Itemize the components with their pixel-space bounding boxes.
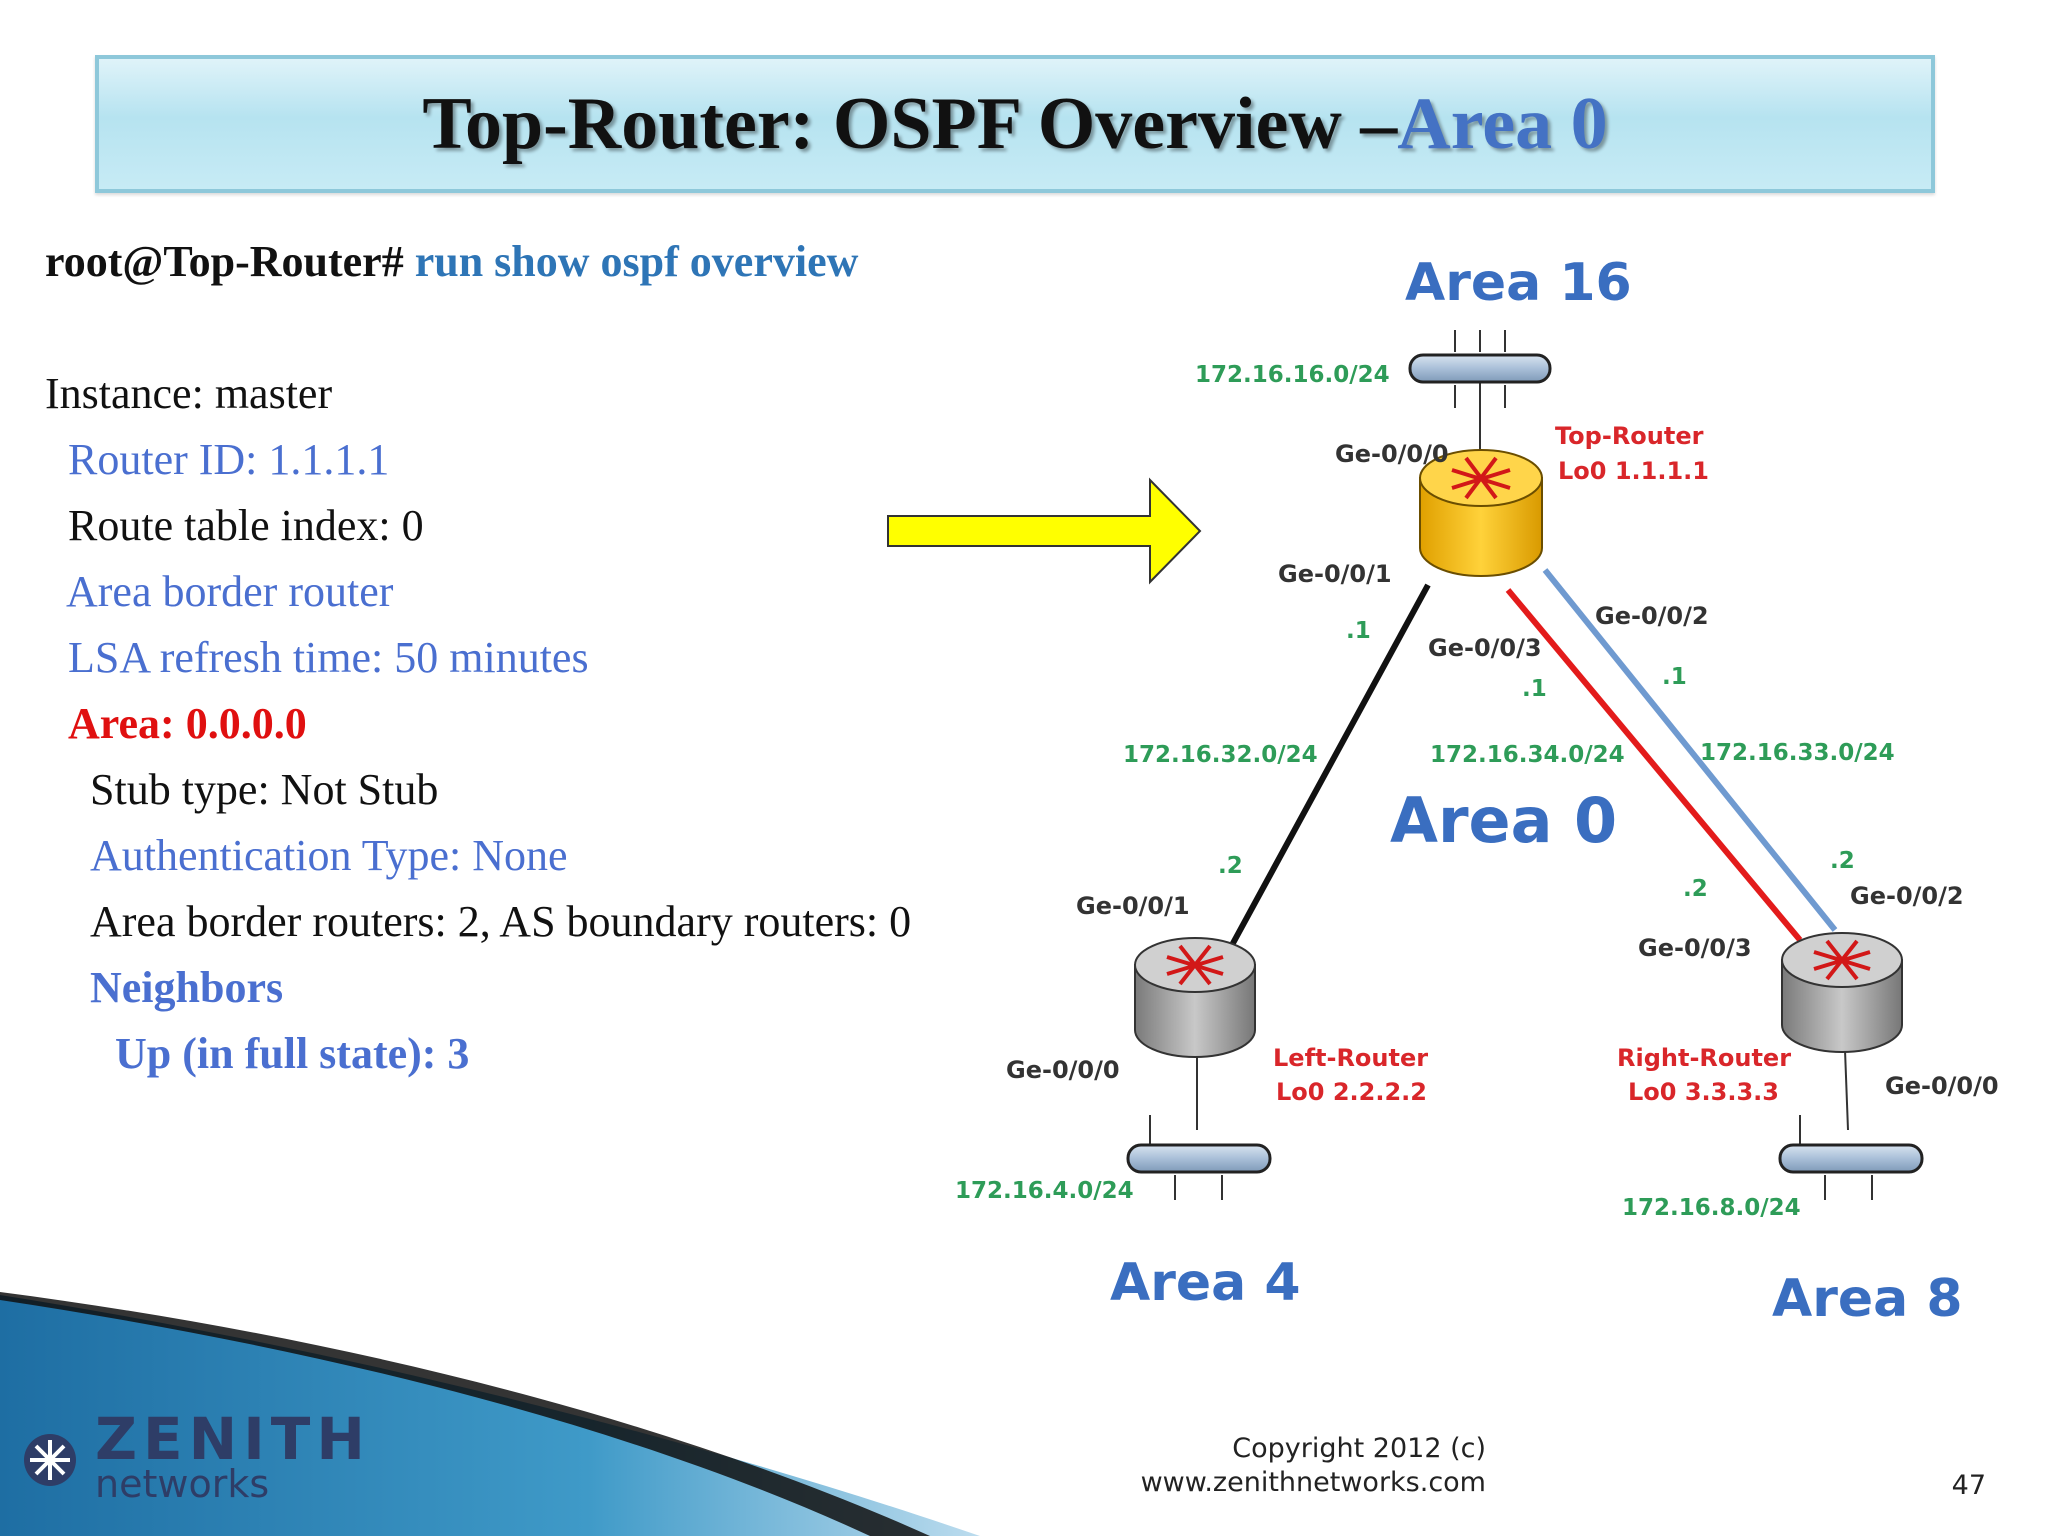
cli-prompt: root@Top-Router# [45,237,404,286]
router-left-icon [1134,937,1256,1058]
router-top-loopback: Lo0 1.1.1.1 [1558,457,1709,485]
network-top-label: 172.16.16.0/24 [1195,362,1390,388]
network-left-link-label: 172.16.32.0/24 [1123,742,1318,768]
lan-segment-right [1778,1115,1924,1200]
area-16-label: Area 16 [1405,253,1632,313]
host-id-left: .2 [1218,853,1243,879]
right-ge000-label: Ge-0/0/0 [1885,1072,1999,1100]
cli-prompt-line: root@Top-Router# run show ospf overview [45,240,858,284]
top-ge003-label: Ge-0/0/3 [1428,634,1542,662]
left-ge000-label: Ge-0/0/0 [1006,1056,1120,1084]
zenith-logo-sub: networks [95,1462,270,1506]
drop-right [1844,1049,1849,1131]
cli-stub-type: Stub type: Not Stub [90,765,439,814]
cli-instance: Instance: master [45,369,333,418]
lan-segment-left [1126,1115,1272,1200]
router-right-loopback: Lo0 3.3.3.3 [1628,1078,1779,1106]
slide-title-area: Area 0 [1397,82,1608,165]
area-4-label: Area 4 [1110,1253,1301,1313]
footer-copyright: Copyright 2012 (c) www.zenithnetworks.co… [1100,1432,1486,1500]
top-ge001-label: Ge-0/0/1 [1278,560,1392,588]
top-ge000-label: Ge-0/0/0 [1335,440,1449,468]
cli-command: run show ospf overview [414,237,859,286]
footer-swoosh [0,1292,980,1536]
pointer-arrow [887,477,1202,585]
link-top-right-center [1505,588,1803,942]
top-ge002-label: Ge-0/0/2 [1595,602,1709,630]
right-ge002-label: Ge-0/0/2 [1850,882,1964,910]
title-banner: Top-Router: OSPF Overview – Area 0 [95,55,1935,193]
cli-border-routers: Area border routers: 2, AS boundary rout… [90,897,912,946]
cli-auth-type: Authentication Type: None [90,831,568,880]
page-number: 47 [1951,1470,1986,1501]
host-id-top-left: .1 [1346,618,1371,644]
area-0-label: Area 0 [1390,784,1617,857]
link-top-right [1542,568,1838,932]
network-center-link-label: 172.16.34.0/24 [1430,742,1625,768]
router-top-icon [1419,449,1543,577]
area-8-label: Area 8 [1772,1269,1963,1329]
router-right-name: Right-Router [1617,1044,1791,1072]
right-ge003-label: Ge-0/0/3 [1638,934,1752,962]
host-id-right-center: .2 [1683,876,1708,902]
network-right-link-label: 172.16.33.0/24 [1700,740,1895,766]
zenith-logo-word: ZENITH [95,1405,371,1473]
host-id-top-center: .1 [1522,676,1547,702]
left-ge001-label: Ge-0/0/1 [1076,892,1190,920]
network-right-label: 172.16.8.0/24 [1622,1195,1801,1221]
router-left-name: Left-Router [1273,1044,1428,1072]
router-right-icon [1781,932,1903,1053]
slide-title: Top-Router: OSPF Overview – [422,82,1398,165]
host-id-right: .2 [1830,848,1855,874]
cli-router-id: Router ID: 1.1.1.1 [68,435,390,484]
router-left-loopback: Lo0 2.2.2.2 [1276,1078,1427,1106]
zenith-logo-star [24,1434,76,1486]
copyright-text: Copyright 2012 (c) [1232,1433,1486,1464]
cli-route-table-index: Route table index: 0 [68,501,424,550]
cli-neighbors-up: Up (in full state): 3 [115,1029,470,1078]
cli-lsa-refresh: LSA refresh time: 50 minutes [68,633,589,682]
host-id-top-right: .1 [1662,664,1687,690]
router-top-name: Top-Router [1555,422,1704,450]
network-left-label: 172.16.4.0/24 [955,1178,1134,1204]
cli-area-border-router: Area border router [66,567,394,616]
website-text: www.zenithnetworks.com [1140,1467,1486,1498]
link-top-left [1229,583,1431,947]
cli-area: Area: 0.0.0.0 [68,699,307,748]
lan-segment-top [1408,330,1552,408]
cli-neighbors: Neighbors [90,963,284,1012]
